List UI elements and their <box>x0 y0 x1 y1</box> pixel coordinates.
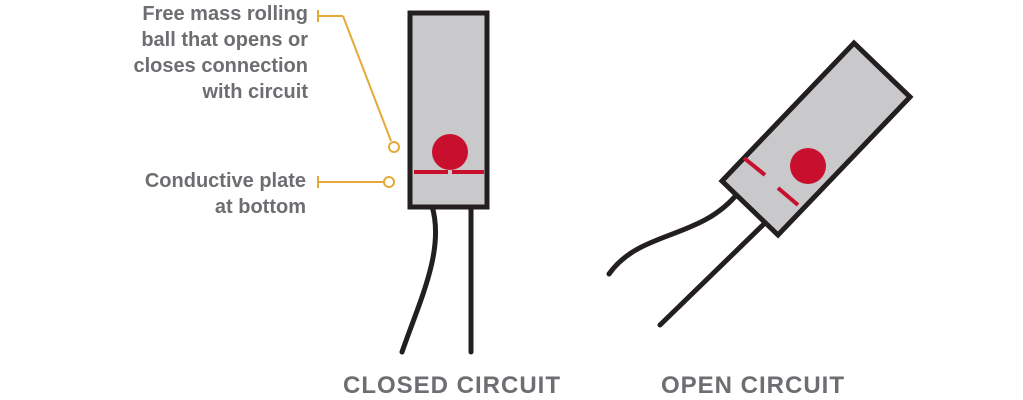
closed-circuit-caption: CLOSED CIRCUIT <box>343 372 561 399</box>
plate-leader-endpoint <box>383 176 395 188</box>
open-lead-left <box>606 190 741 277</box>
open-circuit-caption: OPEN CIRCUIT <box>661 372 846 399</box>
open-switch <box>606 39 914 328</box>
open-conductive-plate-lower <box>776 186 800 207</box>
ball-annotation-line-1: Free mass rolling <box>142 3 308 25</box>
ball-annotation-line-4: with circuit <box>202 81 308 103</box>
closed-rolling-ball <box>432 134 468 170</box>
ball-leader <box>317 10 400 153</box>
ball-leader-endpoint <box>388 141 400 153</box>
plate-annotation-line-1: Conductive plate <box>144 170 306 192</box>
plate-annotation-line-2: at bottom <box>214 196 306 218</box>
closed-switch-case <box>407 10 490 210</box>
open-rolling-ball <box>790 148 826 184</box>
open-lead-right <box>657 219 769 328</box>
plate-annotation: Conductive plate at bottom <box>145 168 306 220</box>
closed-switch <box>399 10 490 355</box>
ball-annotation-line-3: closes connection <box>133 55 309 77</box>
plate-leader <box>317 176 395 188</box>
ball-leader-diagonal <box>342 15 392 142</box>
open-switch-case <box>718 39 914 239</box>
ball-annotation: Free mass rolling ball that opens or clo… <box>134 1 309 105</box>
closed-lead-left <box>399 203 438 355</box>
open-conductive-plate-upper <box>742 156 767 177</box>
ball-annotation-line-2: ball that opens or <box>141 29 308 51</box>
